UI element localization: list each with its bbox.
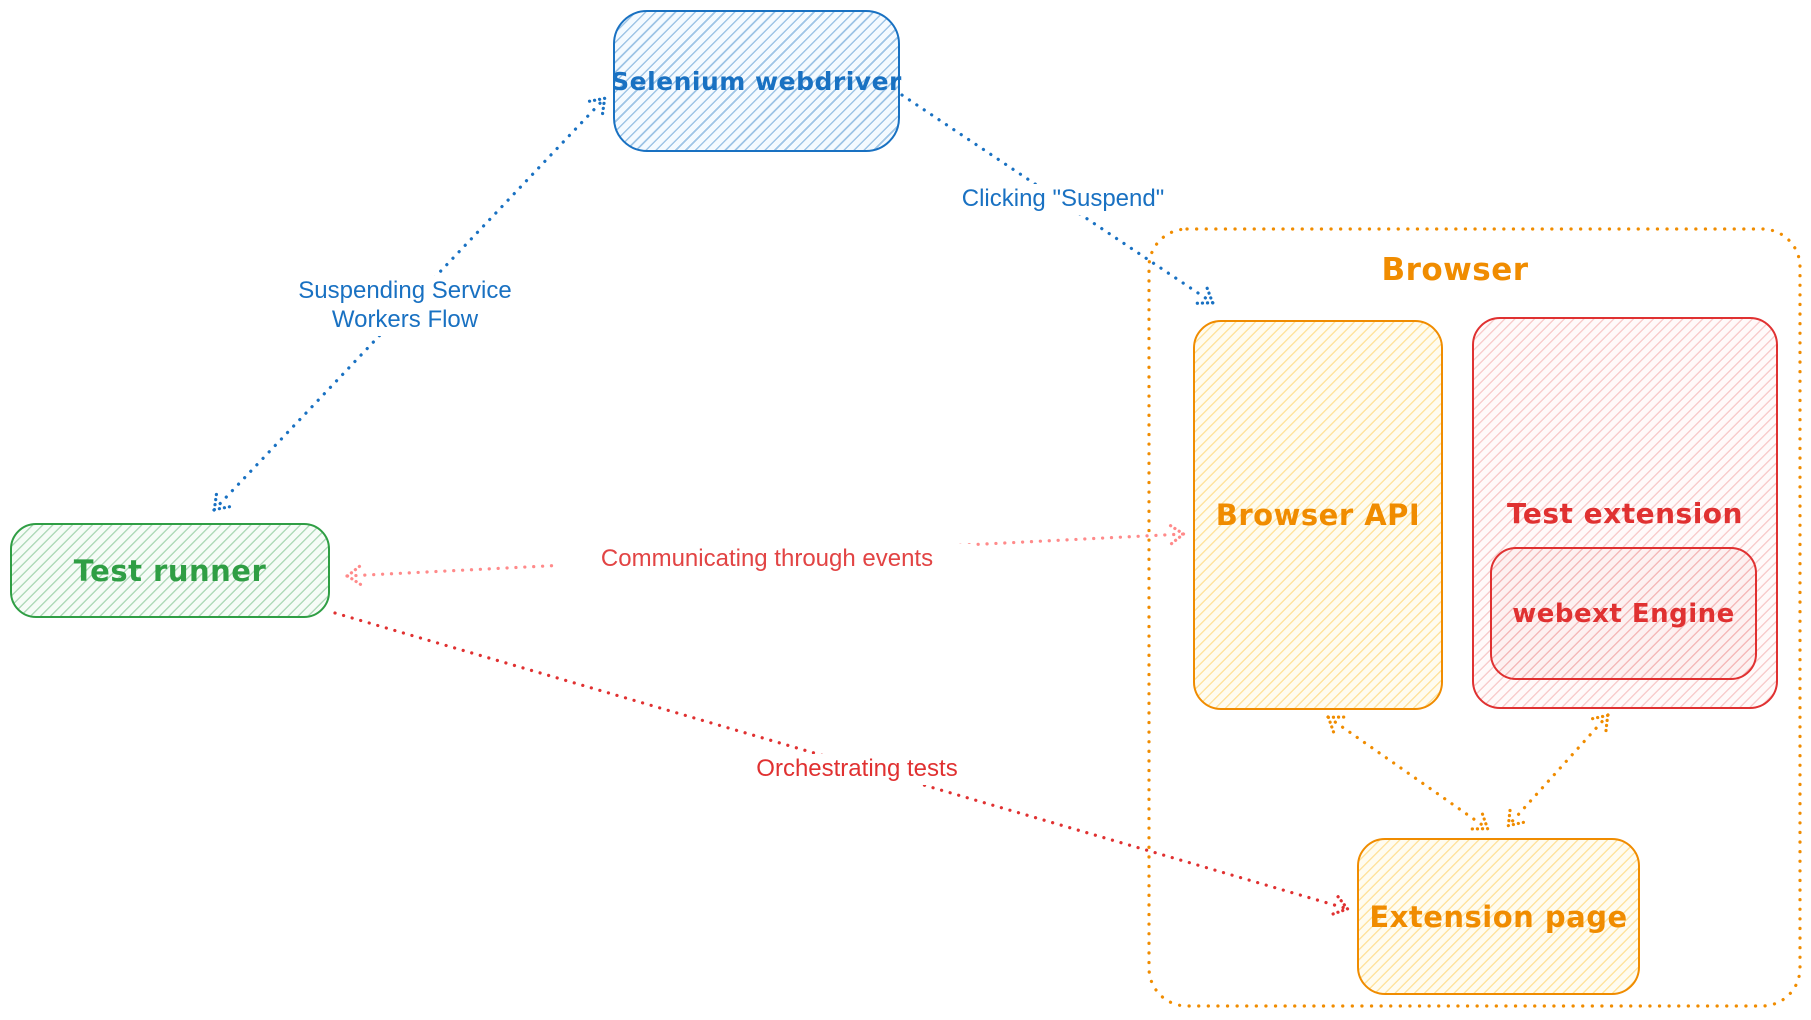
edge-api-extension-page <box>1328 717 1488 829</box>
node-browser-api: Browser API <box>1193 320 1443 710</box>
edge-label-clicking-suspend: Clicking "Suspend" <box>908 184 1218 215</box>
test-extension-label: Test extension <box>1507 496 1743 530</box>
edge-label-suspending-line1: Suspending Service <box>298 277 512 304</box>
edge-label-suspending-line2: Workers Flow <box>331 305 479 333</box>
test-runner-label: Test runner <box>73 553 267 588</box>
node-test-extension: Test extension webext Engine <box>1472 317 1778 709</box>
selenium-webdriver-label: Selenium webdriver <box>611 66 902 96</box>
edge-label-suspending-flow: Suspending Service Workers Flow <box>240 276 570 336</box>
node-webext-engine: webext Engine <box>1490 547 1757 680</box>
webext-engine-label: webext Engine <box>1512 598 1735 629</box>
extension-page-label: Extension page <box>1369 899 1628 934</box>
node-extension-page: Extension page <box>1357 838 1640 995</box>
edge-test-extension-extension-page <box>1508 715 1608 826</box>
browser-api-label: Browser API <box>1215 498 1421 532</box>
edge-label-orchestrating: Orchestrating tests <box>702 754 1012 785</box>
edge-label-communicating: Communicating through events <box>558 544 976 575</box>
browser-container-label: Browser <box>1381 252 1529 288</box>
node-test-runner: Test runner <box>10 523 330 618</box>
node-selenium-webdriver: Selenium webdriver <box>611 10 902 152</box>
